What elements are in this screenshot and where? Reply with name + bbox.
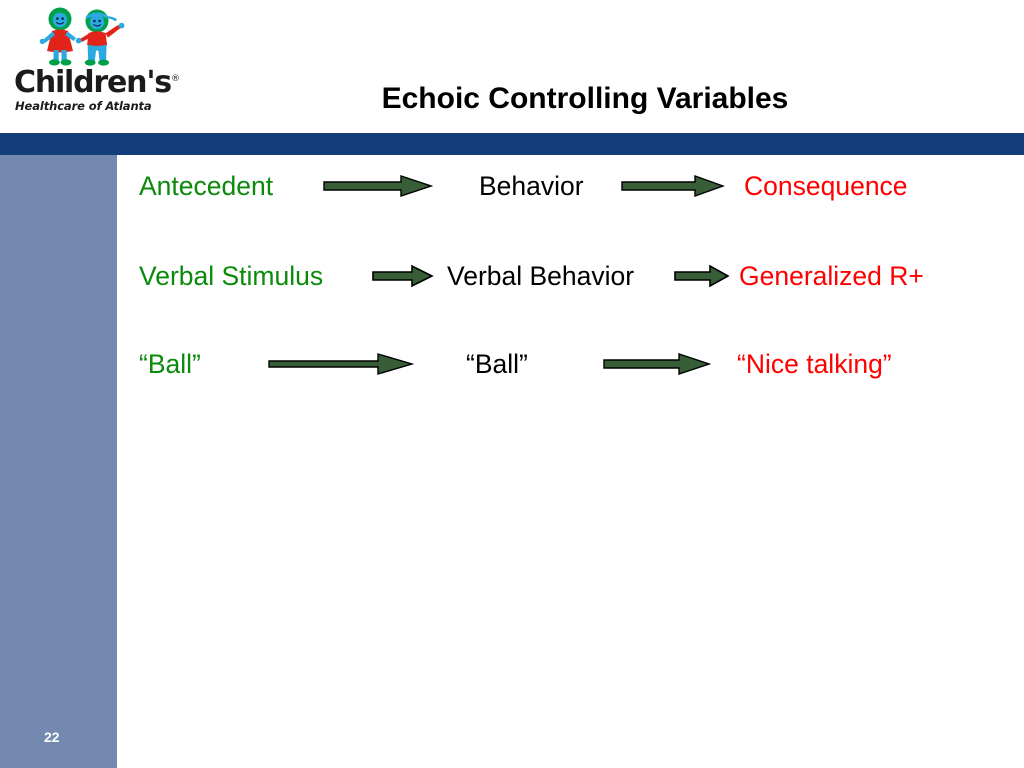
consequence-label: Consequence [744,171,908,201]
diagram-body: Antecedent Behavior Consequence Verbal S… [117,155,1024,768]
diagram-row: Verbal Stimulus Verbal Behavior Generali… [117,253,1024,299]
diagram-row: Antecedent Behavior Consequence [117,163,1024,209]
logo-tagline: Healthcare of Atlanta [15,99,152,113]
right-arrow-icon [674,264,730,288]
right-arrow-icon [268,352,414,376]
antecedent-label: Antecedent [139,171,274,201]
consequence-label: “Nice talking” [737,349,892,379]
logo-wordmark: Children's® [14,68,180,98]
behavior-label: Behavior [479,171,584,201]
right-arrow-icon [621,174,725,198]
diagram-row: “Ball” “Ball” “Nice talking” [117,341,1024,387]
page-title: Echoic Controlling Variables [381,82,789,115]
page-number: 22 [44,729,60,745]
registered-mark-icon: ® [170,74,180,84]
two-children-figures-icon [39,7,125,66]
right-arrow-icon [323,174,433,198]
antecedent-label: Verbal Stimulus [139,261,324,291]
brand-logo: Children's® Healthcare of Atlanta [14,6,180,118]
logo-wordmark-text: Children's [14,65,172,100]
behavior-label: “Ball” [466,349,528,379]
consequence-label: Generalized R+ [739,261,924,291]
behavior-label: Verbal Behavior [447,261,635,291]
right-arrow-icon [603,352,711,376]
right-arrow-icon [372,264,434,288]
left-sidebar [0,155,117,768]
header-divider-band [0,133,1024,155]
antecedent-label: “Ball” [139,349,201,379]
